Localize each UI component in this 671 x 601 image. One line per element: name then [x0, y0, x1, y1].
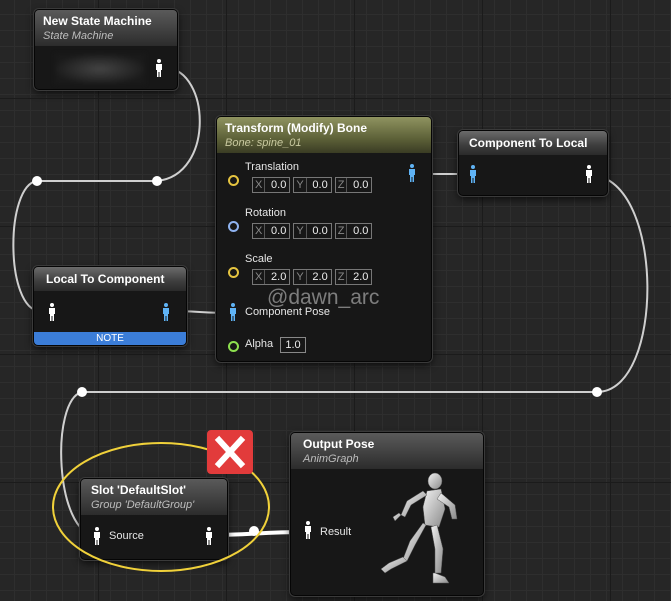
- reroute-node[interactable]: [592, 387, 602, 397]
- person-icon[interactable]: [408, 164, 416, 182]
- person-icon[interactable]: [93, 527, 101, 545]
- node-subtitle: State Machine: [43, 30, 114, 42]
- person-icon[interactable]: [205, 527, 213, 545]
- person-icon[interactable]: [304, 521, 312, 539]
- result-label: Result: [320, 526, 352, 538]
- rotation-label: Rotation: [245, 207, 286, 219]
- wire-statemachine-reroute: [156, 67, 201, 182]
- node-title: New State Machine: [43, 14, 152, 28]
- node-title: Transform (Modify) Bone: [225, 121, 368, 135]
- node-title: Local To Component: [46, 272, 165, 286]
- node-subtitle: AnimGraph: [303, 453, 359, 465]
- reroute-node[interactable]: [32, 176, 42, 186]
- node-subtitle: Group 'DefaultGroup': [91, 499, 195, 511]
- component-pose-label: Component Pose: [245, 306, 330, 318]
- transform-bone-node[interactable]: Transform (Modify) Bone Bone: spine_01 T…: [216, 116, 432, 362]
- wire-comptolocal-reroute: [591, 174, 649, 393]
- node-title: Output Pose: [303, 437, 375, 451]
- person-icon[interactable]: [229, 303, 237, 321]
- reroute-node[interactable]: [77, 387, 87, 397]
- vector-pin-icon[interactable]: [228, 267, 239, 278]
- highlight-ellipse: [52, 442, 270, 572]
- vector-pin-icon[interactable]: [228, 175, 239, 186]
- rotator-pin-icon[interactable]: [228, 221, 239, 232]
- person-icon[interactable]: [162, 303, 170, 321]
- wire-reroute-to-localtocomp: [12, 180, 41, 312]
- output-pose-node[interactable]: Output Pose AnimGraph Result: [290, 432, 484, 596]
- note-bar: NOTE: [34, 332, 186, 345]
- node-title: Component To Local: [469, 136, 588, 150]
- node-subtitle: Bone: spine_01: [225, 137, 302, 149]
- mannequin-preview: [380, 472, 458, 584]
- person-icon[interactable]: [469, 165, 477, 183]
- thumbnail-preview: [55, 54, 145, 84]
- person-icon[interactable]: [155, 59, 163, 77]
- alpha-field[interactable]: 1.0: [280, 337, 306, 353]
- source-label: Source: [109, 530, 144, 542]
- close-icon[interactable]: [207, 430, 253, 474]
- alpha-label: Alpha: [245, 338, 274, 350]
- slot-node[interactable]: Slot 'DefaultSlot' Group 'DefaultGroup' …: [80, 478, 228, 560]
- float-pin-icon[interactable]: [228, 341, 239, 352]
- state-machine-node[interactable]: New State Machine State Machine: [34, 9, 178, 90]
- person-icon[interactable]: [48, 303, 56, 321]
- watermark: @dawn_arc: [267, 286, 380, 309]
- component-to-local-node[interactable]: Component To Local: [458, 130, 608, 196]
- reroute-node[interactable]: [249, 526, 259, 536]
- translation-label: Translation: [245, 161, 300, 173]
- local-to-component-node[interactable]: Local To Component NOTE: [33, 266, 187, 346]
- scale-label: Scale: [245, 253, 273, 265]
- reroute-node[interactable]: [152, 176, 162, 186]
- node-title: Slot 'DefaultSlot': [91, 483, 187, 497]
- person-icon[interactable]: [585, 165, 593, 183]
